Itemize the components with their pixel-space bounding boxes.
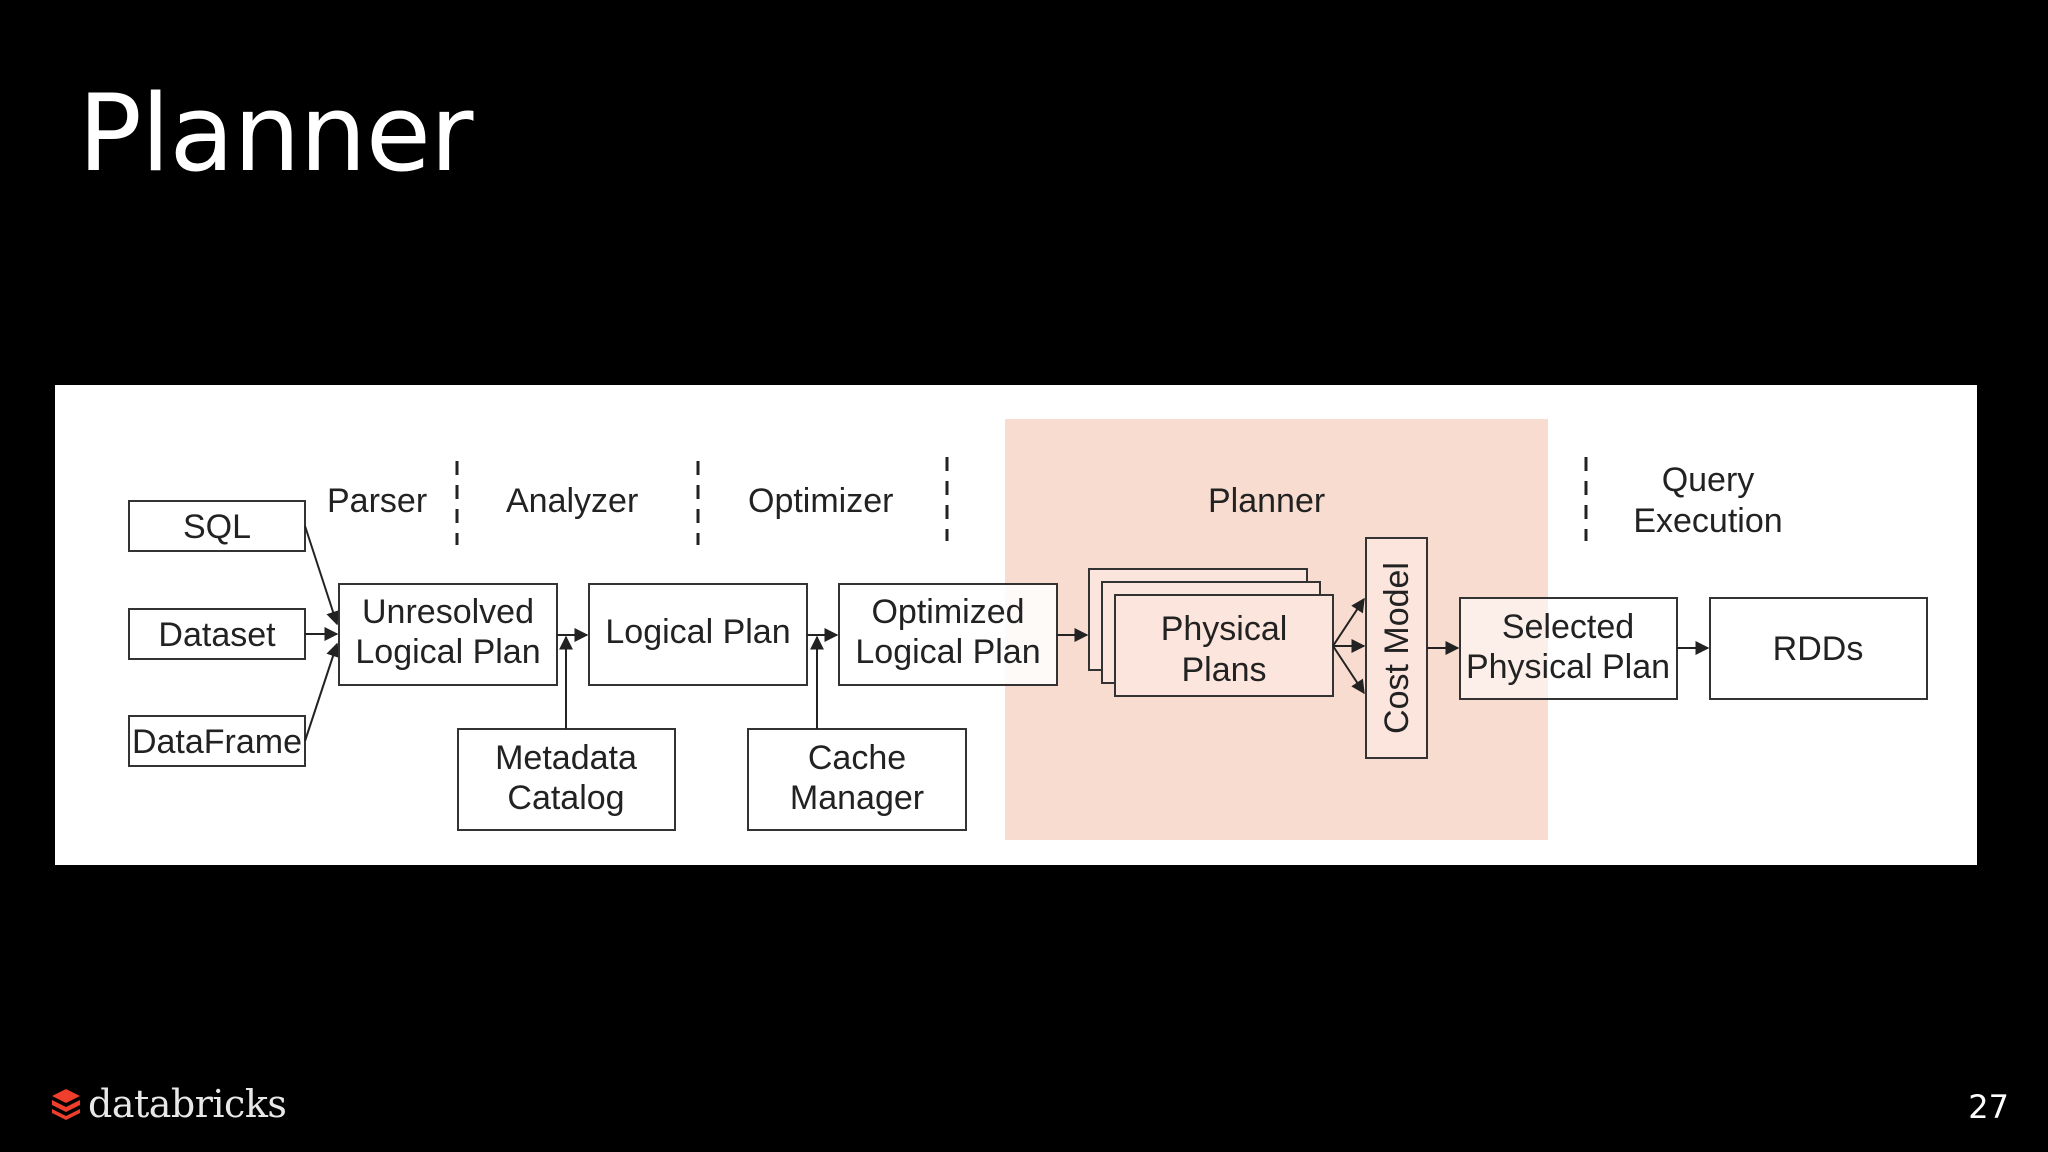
arrow-sql xyxy=(304,525,340,626)
selected-label-line2: Physical Plan xyxy=(1466,648,1670,686)
metadata-catalog-box xyxy=(457,728,676,831)
page-number: 27 xyxy=(1968,1088,2009,1126)
unresolved-label-line1: Unresolved xyxy=(362,593,534,631)
cost-model-label: Cost Model xyxy=(1378,562,1416,734)
optimized-label-line1: Optimized xyxy=(871,593,1024,631)
stage-label-planner: Planner xyxy=(1208,482,1325,520)
logical-plan-label: Logical Plan xyxy=(605,613,790,651)
databricks-logo-icon xyxy=(52,1089,80,1120)
slide-title: Planner xyxy=(78,72,473,195)
arrow-physical-to-cost-top xyxy=(1332,597,1365,647)
cache-label-line1: Cache xyxy=(808,739,906,777)
selected-physical-plan-box xyxy=(1459,597,1678,700)
metadata-label-line1: Metadata xyxy=(495,739,637,777)
stage-label-parser: Parser xyxy=(327,482,427,520)
pipeline-diagram: Parser Analyzer Optimizer Planner Query … xyxy=(55,385,1977,865)
optimized-logical-plan-box xyxy=(838,583,1058,686)
rdds-label: RDDs xyxy=(1773,630,1864,668)
logical-plan-box xyxy=(588,583,808,686)
pipeline-diagram-svg: Parser Analyzer Optimizer Planner Query … xyxy=(128,419,1928,840)
input-sql-label: SQL xyxy=(183,508,251,546)
input-dataset-label: Dataset xyxy=(158,616,276,654)
brand-name: databricks xyxy=(88,1082,287,1126)
stage-label-query: Query xyxy=(1662,461,1755,499)
physical-label-line1: Physical xyxy=(1161,610,1288,648)
input-dataframe-label: DataFrame xyxy=(132,723,302,761)
selected-label-line1: Selected xyxy=(1502,608,1634,646)
stage-label-analyzer: Analyzer xyxy=(506,482,638,520)
stage-label-execution: Execution xyxy=(1633,502,1782,540)
physical-plans-box xyxy=(1114,594,1334,697)
metadata-label-line2: Catalog xyxy=(507,779,624,817)
cache-label-line2: Manager xyxy=(790,779,924,817)
input-dataset-box xyxy=(128,608,306,660)
unresolved-label-line2: Logical Plan xyxy=(355,633,540,671)
physical-label-line2: Plans xyxy=(1181,651,1266,689)
cost-model-box xyxy=(1365,537,1428,759)
databricks-logo: databricks xyxy=(50,1082,287,1126)
cache-manager-box xyxy=(747,728,967,831)
stage-label-optimizer: Optimizer xyxy=(748,482,893,520)
arrow-physical-to-cost-bottom xyxy=(1332,645,1365,695)
input-sql-box xyxy=(128,500,306,552)
arrow-dataframe xyxy=(304,642,340,742)
rdds-box xyxy=(1709,597,1928,700)
optimized-label-line2: Logical Plan xyxy=(855,633,1040,671)
